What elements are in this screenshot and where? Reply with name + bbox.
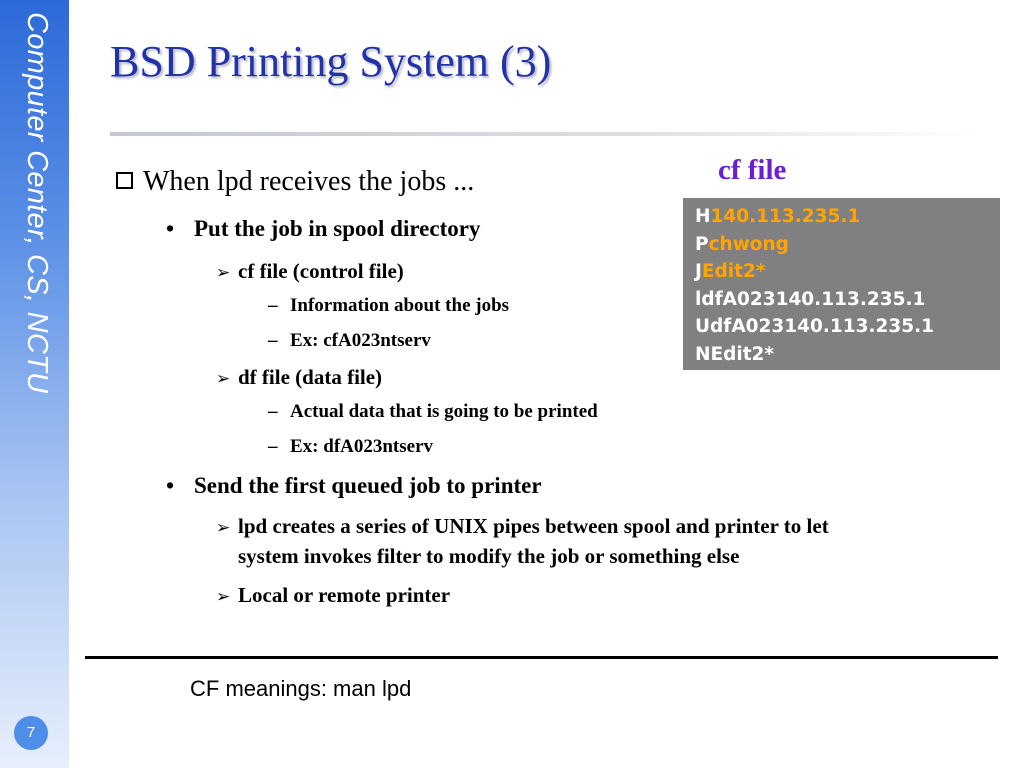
dot-bullet-icon: • [166,216,175,241]
cf-panel-heading: cf file [718,154,787,186]
cf-line-value: Edit2* [701,261,766,282]
checkbox-bullet-icon [116,172,133,189]
point-spool-text: Put the job in spool directory [194,216,481,241]
arrow-bullet-icon: ➢ [216,587,231,607]
point-spool: • Put the job in spool directory [166,216,480,242]
cf-line-value: UdfA023140.113.235.1 [695,316,935,337]
point-send-text: Send the first queued job to printer [194,473,542,498]
sidebar-label: Computer Center, CS, NCTU [21,12,53,394]
pipe-item-text-line2: system invokes filter to modify the job … [238,544,740,568]
cf-line-value: chwong [708,233,789,255]
cf-sub-info-text: Information about the jobs [290,295,510,316]
title-divider [110,132,980,136]
df-sub-example-text: Ex: dfA023ntserv [290,436,434,457]
local-item: ➢ Local or remote printer [216,583,450,608]
cf-line: ldfA023140.113.235.1 [695,286,1000,314]
local-item-text: Local or remote printer [238,583,451,607]
pipe-item-text-line1: lpd creates a series of UNIX pipes betwe… [238,514,829,538]
footer-divider [85,656,998,659]
cf-line-key: J [695,261,702,282]
main-bullet-text: When lpd receives the jobs ... [143,166,475,197]
cf-line: H140.113.235.1 [695,203,1000,231]
pipe-item: ➢ lpd creates a series of UNIX pipes betw… [216,514,829,539]
cf-line: UdfA023140.113.235.1 [695,313,1000,341]
cf-panel: H140.113.235.1 Pchwong JEdit2* ldfA02314… [683,198,1000,370]
cf-line-value: NEdit2* [695,343,775,365]
df-sub-info: –Actual data that is going to be printed [268,401,598,423]
point-send: • Send the first queued job to printer [166,473,542,499]
cf-line-key: P [695,233,709,255]
dash-bullet-icon: – [268,330,278,351]
cf-line: Pchwong [695,231,1000,259]
cf-item-text: cf file (control file) [238,259,404,283]
arrow-bullet-icon: ➢ [216,369,231,389]
main-bullet: When lpd receives the jobs ... [116,166,474,198]
arrow-bullet-icon: ➢ [216,263,231,283]
cf-item: ➢ cf file (control file) [216,259,404,284]
cf-sub-info: –Information about the jobs [268,295,509,317]
footer-note: CF meanings: man lpd [190,676,412,701]
dash-bullet-icon: – [268,436,278,457]
df-sub-info-text: Actual data that is going to be printed [290,401,598,422]
dot-bullet-icon: • [166,473,175,498]
cf-line-value: 140.113.235.1 [710,206,861,227]
cf-line: JEdit2* [695,258,1000,286]
dash-bullet-icon: – [268,295,278,316]
cf-line-key: H [695,206,711,227]
cf-line: NEdit2* [695,341,1000,369]
cf-sub-example: –Ex: cfA023ntserv [268,330,431,352]
df-item-text: df file (data file) [238,365,383,389]
df-item: ➢ df file (data file) [216,365,382,390]
df-sub-example: –Ex: dfA023ntserv [268,436,433,458]
arrow-bullet-icon: ➢ [216,518,231,538]
sidebar-band [0,0,69,768]
dash-bullet-icon: – [268,401,278,422]
cf-sub-example-text: Ex: cfA023ntserv [290,330,431,351]
cf-line-value: ldfA023140.113.235.1 [695,288,926,310]
slide-title: BSD Printing System (3) [110,37,552,86]
page-number-badge: 7 [14,716,48,750]
